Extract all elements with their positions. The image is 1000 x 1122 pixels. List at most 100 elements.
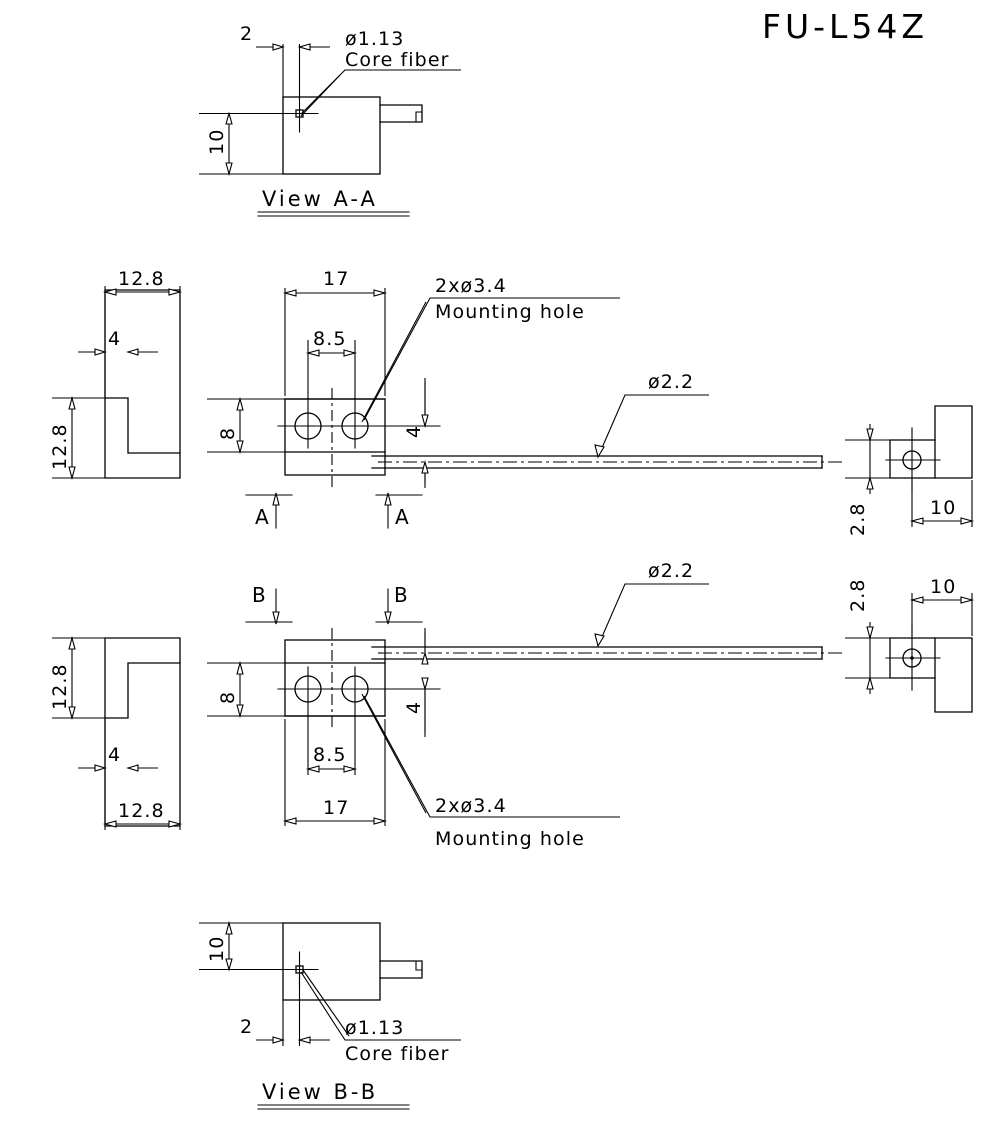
lol-dim128-arrow-l bbox=[102, 820, 117, 828]
view-bb-core-leader2 bbox=[302, 969, 350, 1037]
view-aa-cable-stub bbox=[379, 104, 423, 123]
view-aa-label-underline bbox=[257, 211, 410, 217]
upl-dim4-arrow-l bbox=[94, 348, 107, 356]
ur-dim28-arrow-b bbox=[866, 475, 874, 490]
section-mark-b-right: B bbox=[375, 583, 423, 625]
um-dim-4: 4 bbox=[403, 425, 425, 438]
view-bb-label: View B-B bbox=[262, 1080, 378, 1104]
um-dim4-arrow-b bbox=[421, 459, 429, 474]
lm-cable-leader-arrow bbox=[594, 633, 605, 648]
lm-cable-dia: ø2.2 bbox=[648, 560, 694, 582]
section-mark-a-left: A bbox=[245, 492, 293, 529]
view-bb-dim2-arrow-right bbox=[297, 1036, 311, 1044]
upl-dim128-arrow-r bbox=[168, 288, 183, 296]
lm-mount-hole-label: Mounting hole bbox=[435, 828, 585, 850]
view-aa-dim10-arrow-top bbox=[225, 111, 233, 125]
um-dim17-arrow-l bbox=[282, 289, 297, 297]
view-aa-core-leader bbox=[300, 69, 461, 115]
um-cable-dia: ø2.2 bbox=[648, 371, 694, 393]
view-b-b-group: 10 2 ø1.13 Core fiber View B-B bbox=[199, 920, 461, 1110]
lr-dim10-arrow-l bbox=[909, 596, 924, 604]
lm-cable-leader bbox=[597, 583, 709, 647]
sec-b-right-arrow bbox=[384, 611, 392, 625]
lower-left-bracket-step bbox=[104, 662, 181, 719]
drawing-title: FU-L54Z bbox=[762, 7, 928, 46]
ur-dim10-arrow-r bbox=[960, 517, 975, 525]
upper-left-bracket-step bbox=[104, 397, 181, 454]
view-aa-cable-stub-end bbox=[415, 111, 423, 123]
sec-a-left-arrow bbox=[272, 492, 280, 506]
lr-dim-10: 10 bbox=[930, 576, 956, 598]
lm-dim-85: 8.5 bbox=[313, 744, 347, 766]
um-dim-85: 8.5 bbox=[313, 328, 347, 350]
ur-dim-28: 2.8 bbox=[847, 502, 869, 536]
view-bb-core-leader bbox=[300, 971, 461, 1041]
lm-dim85-arrow-r bbox=[343, 765, 358, 773]
lower-main-view: B B 17 bbox=[207, 560, 845, 850]
view-bb-dim10-arrow-bot bbox=[225, 958, 233, 972]
lr-dim-28: 2.8 bbox=[847, 578, 869, 612]
lm-dim4-arrow-b bbox=[421, 677, 429, 692]
view-bb-core-dia: ø1.13 bbox=[345, 1017, 404, 1039]
view-bb-dim2-arrow-left bbox=[272, 1036, 285, 1044]
view-aa-label: View A-A bbox=[262, 187, 378, 211]
lm-dim-17: 17 bbox=[323, 797, 349, 819]
um-dim-17: 17 bbox=[323, 268, 349, 290]
view-aa-dim2-arrow-right bbox=[297, 43, 311, 51]
view-aa-dim2-arrow-left bbox=[272, 43, 285, 51]
upl-dim128v-arrow-b bbox=[68, 466, 76, 481]
upper-right-bracket-view: 2.8 10 bbox=[845, 405, 975, 536]
lol-dim128v-arrow-t bbox=[68, 635, 76, 650]
lr-dim10-arrow-r bbox=[960, 596, 975, 604]
upl-dim128v-arrow-t bbox=[68, 395, 76, 410]
view-bb-label-underline bbox=[257, 1104, 410, 1110]
upper-right-outline bbox=[889, 405, 973, 479]
um-dim-8: 8 bbox=[217, 427, 239, 440]
view-aa-dim-2: 2 bbox=[240, 23, 253, 45]
lower-left-bracket-outline bbox=[104, 637, 181, 827]
view-bb-dim-2: 2 bbox=[240, 1016, 253, 1038]
um-mount-hole-dia: 2xø3.4 bbox=[435, 275, 507, 297]
upper-left-bracket-view: 12.8 4 12.8 bbox=[49, 268, 183, 481]
view-bb-cable-stub-end bbox=[415, 960, 423, 971]
ur-dim10-arrow-l bbox=[909, 517, 924, 525]
lm-mount-hole-dia: 2xø3.4 bbox=[435, 795, 507, 817]
lower-right-outline bbox=[889, 637, 973, 713]
view-aa-dim10-arrow-bot bbox=[225, 162, 233, 177]
lm-dim85-arrow-l bbox=[305, 765, 320, 773]
sec-b-right-label: B bbox=[394, 583, 409, 607]
view-aa-core-leader2 bbox=[300, 73, 342, 117]
upper-main-view: 17 8.5 8 4 2xø3.4 Mounting hole ø2.2 bbox=[207, 268, 845, 529]
um-hole-leader2 bbox=[361, 301, 427, 423]
sec-a-right-arrow bbox=[384, 492, 392, 506]
section-mark-a-right: A bbox=[375, 492, 423, 529]
lr-dim28-arrow-b bbox=[866, 675, 874, 690]
lm-hole-leader bbox=[363, 695, 620, 818]
um-dim85-arrow-r bbox=[343, 349, 358, 357]
view-a-a-group: 2 10 ø1.13 Core fiber View A-A bbox=[199, 23, 461, 217]
view-aa-core-dia: ø1.13 bbox=[345, 28, 404, 50]
lm-dim8-arrow-b bbox=[236, 704, 244, 719]
view-aa-core-fiber-label: Core fiber bbox=[345, 49, 450, 71]
lol-dim128-arrow-r bbox=[168, 820, 183, 828]
upl-dim-128-width: 12.8 bbox=[118, 268, 165, 290]
lm-dim-8: 8 bbox=[217, 691, 239, 704]
um-mount-hole-label: Mounting hole bbox=[435, 301, 585, 323]
lr-dim28-arrow-t bbox=[866, 626, 874, 641]
lm-hole-leader2 bbox=[361, 693, 427, 814]
um-dim8-arrow-b bbox=[236, 440, 244, 455]
lm-dim4-arrow-t bbox=[421, 650, 429, 665]
um-hole-leader bbox=[363, 297, 620, 421]
lol-dim-128-height: 12.8 bbox=[49, 663, 71, 710]
lol-dim-128-width: 12.8 bbox=[118, 800, 165, 822]
lm-dim-4: 4 bbox=[403, 701, 425, 714]
view-bb-core-fiber-label: Core fiber bbox=[345, 1043, 450, 1065]
upl-dim128-arrow-l bbox=[102, 288, 117, 296]
sec-a-right-label: A bbox=[395, 505, 410, 529]
lol-dim128v-arrow-b bbox=[68, 706, 76, 721]
view-bb-core-centerline bbox=[283, 951, 319, 987]
ur-dim28-arrow-t bbox=[866, 428, 874, 443]
lm-dim17-arrow-l bbox=[282, 817, 297, 825]
upper-left-bracket-outline bbox=[104, 289, 181, 479]
